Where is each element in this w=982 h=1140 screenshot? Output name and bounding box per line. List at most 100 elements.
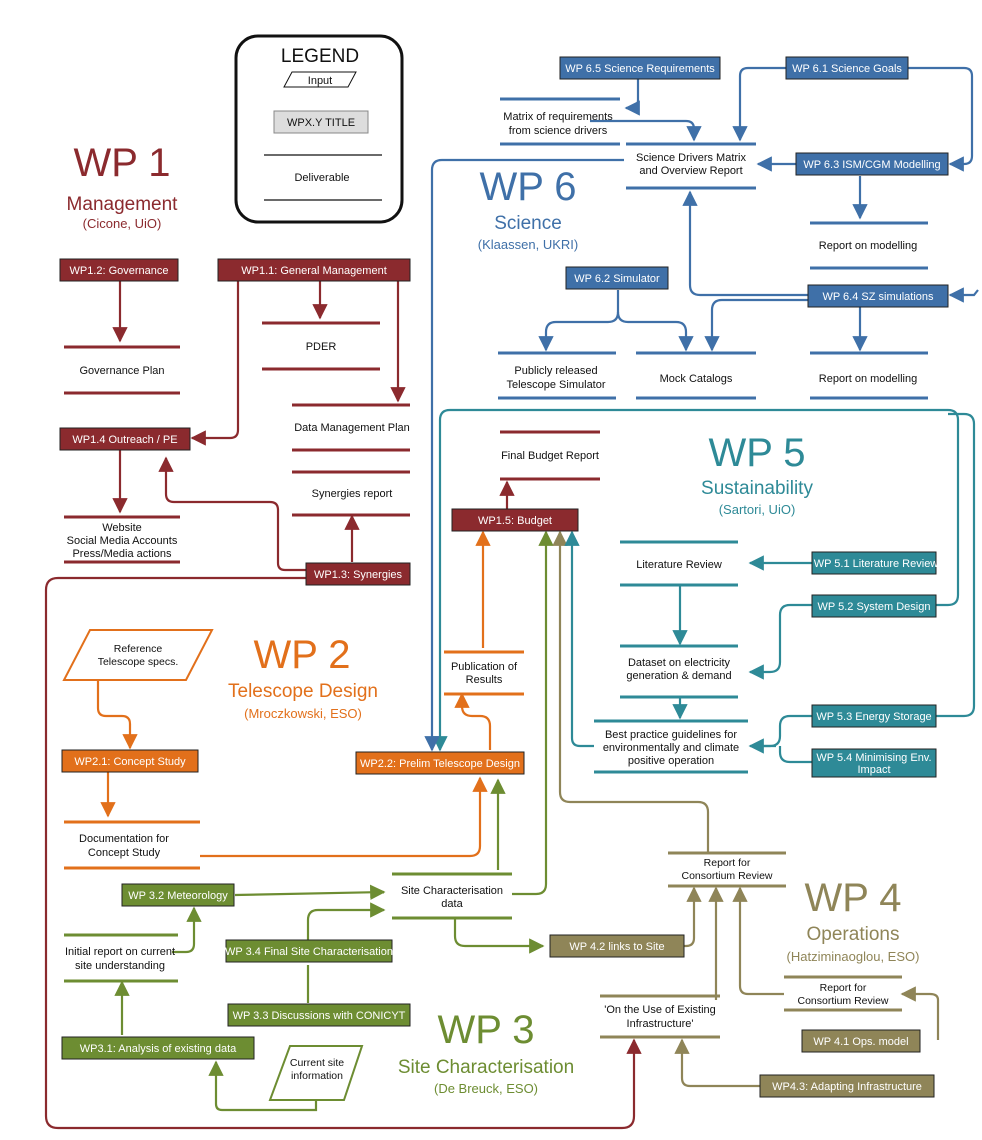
svg-text:positive operation: positive operation bbox=[628, 755, 714, 767]
legend-input-shape bbox=[283, 71, 357, 88]
task-wp5-1[interactable]: WP 5.1 Literature Review bbox=[811, 551, 938, 575]
arrow-adapting-to-infra bbox=[674, 1038, 760, 1088]
deliverable-modelling-report-1: Report on modelling bbox=[819, 240, 917, 252]
deliverable-final-budget-report: Final Budget Report bbox=[501, 450, 599, 462]
task-wp2-1[interactable]: WP2.1: Concept Study bbox=[61, 749, 199, 773]
deliverable-matrix-of-requirements: Matrix of requirements from science driv… bbox=[503, 111, 613, 137]
svg-text:Science Drivers Matrix: Science Drivers Matrix bbox=[636, 152, 747, 164]
deliverable-electricity-dataset: Dataset on electricity generation & dema… bbox=[626, 657, 731, 682]
deliverable-synergies-report: Synergies report bbox=[312, 488, 393, 500]
svg-text:information: information bbox=[291, 1070, 343, 1082]
arrow-goals-to-drivers bbox=[732, 66, 786, 142]
svg-text:Initial report on current: Initial report on current bbox=[65, 946, 175, 958]
svg-text:WP1.3: Synergies: WP1.3: Synergies bbox=[314, 569, 403, 581]
task-wp1-2[interactable]: WP1.2: Governance bbox=[59, 258, 179, 282]
deliverable-best-practice: Best practice guidelines for environment… bbox=[603, 729, 739, 767]
deliverable-governance-plan: Governance Plan bbox=[80, 365, 165, 377]
deliverable-consortium-review-top: Report for Consortium Review bbox=[681, 857, 772, 882]
svg-text:WP 6.4 SZ simulations: WP 6.4 SZ simulations bbox=[822, 291, 934, 303]
svg-text:WP 5.3 Energy Storage: WP 5.3 Energy Storage bbox=[816, 711, 931, 723]
svg-text:Infrastructure': Infrastructure' bbox=[627, 1018, 694, 1030]
task-wp5-3[interactable]: WP 5.3 Energy Storage bbox=[811, 704, 937, 728]
input-current-site-info: Current site information bbox=[268, 1045, 364, 1101]
arrow-goals-to-ism bbox=[908, 66, 974, 172]
svg-text:Concept Study: Concept Study bbox=[88, 847, 161, 859]
svg-text:WP 3.3 Discussions with CONICY: WP 3.3 Discussions with CONICYT bbox=[233, 1010, 406, 1022]
arrow-synergies-to-outreach bbox=[158, 456, 306, 572]
arrow-wp42-to-review bbox=[684, 886, 702, 948]
wp6-number: WP 6 bbox=[479, 165, 576, 209]
wp3-number: WP 3 bbox=[437, 1008, 534, 1052]
task-wp1-5[interactable]: WP1.5: Budget bbox=[451, 508, 579, 532]
deliverable-publication: Publication of Results bbox=[451, 661, 518, 686]
svg-text:WP 6.1 Science Goals: WP 6.1 Science Goals bbox=[792, 63, 902, 75]
arrow-drivers-to-prelim bbox=[424, 158, 624, 752]
arrow-review-to-top-review bbox=[732, 886, 784, 996]
legend-deliverable-label: Deliverable bbox=[294, 172, 349, 184]
task-wp2-2[interactable]: WP2.2: Prelim Telescope Design bbox=[355, 751, 525, 775]
legend-input-label: Input bbox=[308, 75, 332, 87]
task-wp3-1[interactable]: WP3.1: Analysis of existing data bbox=[61, 1036, 255, 1060]
task-wp6-1[interactable]: WP 6.1 Science Goals bbox=[785, 56, 909, 80]
wp1-number: WP 1 bbox=[73, 141, 170, 185]
wp4-lead: (Hatziminaoglou, ESO) bbox=[787, 949, 920, 964]
headings: WP 1 Management (Cicone, UiO) WP 2 Teles… bbox=[67, 141, 920, 1096]
wp4-number: WP 4 bbox=[804, 876, 901, 920]
task-wp3-2[interactable]: WP 3.2 Meteorology bbox=[121, 883, 235, 907]
deliverable-science-drivers: Science Drivers Matrix and Overview Repo… bbox=[636, 152, 747, 177]
task-wp6-2[interactable]: WP 6.2 Simulator bbox=[565, 266, 669, 290]
svg-text:Best practice guidelines for: Best practice guidelines for bbox=[605, 729, 737, 741]
arrow-wp5-to-prelim bbox=[432, 408, 960, 752]
wp5-name: Sustainability bbox=[701, 478, 813, 499]
arrow-concept-study bbox=[96, 678, 138, 750]
legend: LEGEND Input WPX.Y TITLE Deliverable bbox=[234, 34, 404, 224]
arrow-outreach bbox=[190, 281, 240, 446]
connectors bbox=[44, 66, 979, 1130]
svg-text:WP 6.2 Simulator: WP 6.2 Simulator bbox=[574, 273, 660, 285]
arrow-site-to-budget bbox=[512, 530, 554, 896]
legend-title: LEGEND bbox=[281, 46, 359, 67]
deliverable-concept-documentation: Documentation for Concept Study bbox=[79, 833, 169, 859]
deliverable-site-characterisation-data: Site Characterisation data bbox=[401, 885, 503, 910]
inputs: Reference Telescope specs. Current site … bbox=[62, 629, 364, 1101]
arrow-sz-to-drivers bbox=[682, 190, 808, 297]
task-wp5-4[interactable]: WP 5.4 Minimising Env. Impact bbox=[811, 748, 937, 778]
task-wp4-2[interactable]: WP 4.2 links to Site bbox=[549, 934, 685, 958]
svg-text:Publication of: Publication of bbox=[451, 661, 518, 673]
svg-text:WP4.3: Adapting Infrastructure: WP4.3: Adapting Infrastructure bbox=[772, 1081, 922, 1093]
task-wp3-3[interactable]: WP 3.3 Discussions with CONICYT bbox=[227, 1003, 411, 1027]
task-wp1-3[interactable]: WP1.3: Synergies bbox=[305, 562, 411, 586]
deliverable-initial-report: Initial report on current site understan… bbox=[65, 946, 175, 972]
task-wp4-1[interactable]: WP 4.1 Ops. model bbox=[801, 1029, 921, 1053]
svg-text:from science drivers: from science drivers bbox=[509, 125, 608, 137]
svg-text:WP 6.5 Science Requirements: WP 6.5 Science Requirements bbox=[565, 63, 715, 75]
arrow-finalsite-to-site bbox=[306, 902, 386, 940]
arrow-synergies-to-infrastructure bbox=[44, 576, 642, 1130]
arrow-sim-to-mock bbox=[616, 311, 694, 352]
deliverable-pder: PDER bbox=[306, 341, 337, 353]
svg-text:site understanding: site understanding bbox=[75, 960, 165, 972]
svg-text:WP 4.1 Ops. model: WP 4.1 Ops. model bbox=[813, 1036, 908, 1048]
arrow-sim-to-public bbox=[538, 290, 620, 352]
task-wp1-4[interactable]: WP1.4 Outreach / PE bbox=[59, 427, 191, 451]
svg-text:WP 5.4 Minimising Env.: WP 5.4 Minimising Env. bbox=[816, 752, 931, 764]
svg-text:WP1.4 Outreach / PE: WP1.4 Outreach / PE bbox=[72, 434, 177, 446]
deliverable-data-management-plan: Data Management Plan bbox=[294, 422, 410, 434]
svg-text:Consortium Review: Consortium Review bbox=[681, 870, 772, 882]
wp4-name: Operations bbox=[807, 924, 900, 945]
task-wp6-5[interactable]: WP 6.5 Science Requirements bbox=[559, 56, 721, 80]
task-wp3-4[interactable]: WP 3.4 Final Site Characterisation bbox=[225, 939, 393, 963]
svg-text:'On the Use of Existing: 'On the Use of Existing bbox=[604, 1004, 716, 1016]
svg-text:Website: Website bbox=[102, 522, 142, 534]
task-wp6-3[interactable]: WP 6.3 ISM/CGM Modelling bbox=[795, 152, 949, 176]
task-wp1-1[interactable]: WP1.1: General Management bbox=[217, 258, 411, 282]
svg-text:WP3.1: Analysis of existing da: WP3.1: Analysis of existing data bbox=[80, 1043, 237, 1055]
task-wp4-3[interactable]: WP4.3: Adapting Infrastructure bbox=[759, 1074, 935, 1098]
legend-task-label: WPX.Y TITLE bbox=[287, 117, 355, 129]
svg-text:Results: Results bbox=[466, 674, 503, 686]
task-wp6-4[interactable]: WP 6.4 SZ simulations bbox=[807, 284, 949, 308]
svg-text:environmentally and climate: environmentally and climate bbox=[603, 742, 739, 754]
task-wp5-2[interactable]: WP 5.2 System Design bbox=[811, 594, 937, 618]
deliverable-modelling-report-2: Report on modelling bbox=[819, 373, 917, 385]
